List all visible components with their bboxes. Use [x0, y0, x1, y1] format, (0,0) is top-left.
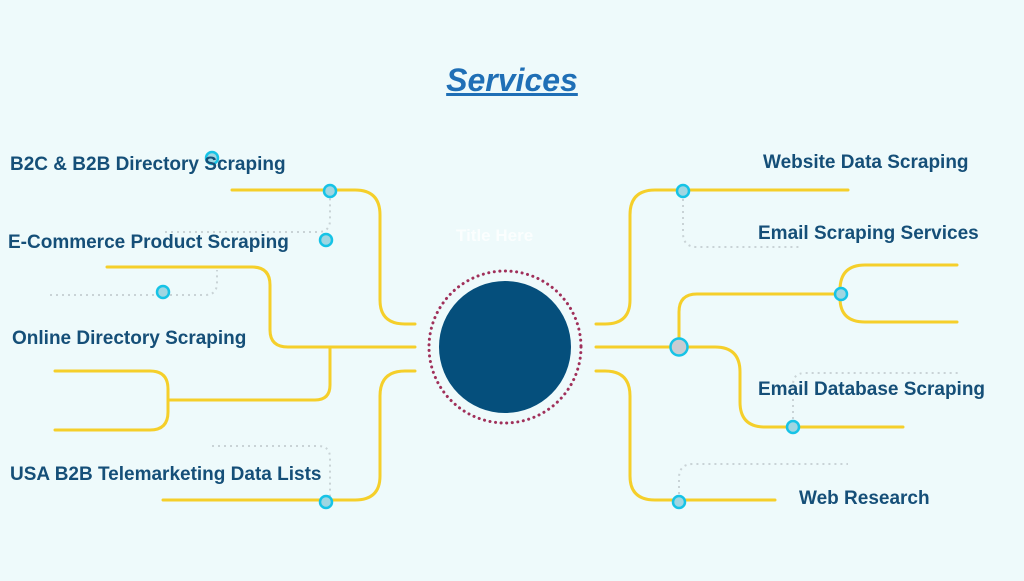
connector-email-scraping-fork	[838, 263, 959, 324]
connector-b2c	[230, 188, 417, 326]
node-email-scraping	[833, 286, 849, 302]
node-junction	[669, 337, 689, 357]
node-b2c	[322, 183, 338, 199]
connector-email-scraping-stem	[677, 292, 842, 349]
connector-online-directory	[166, 345, 332, 402]
connector-online-directory-fork	[53, 369, 170, 432]
label-online-directory-scraping: Online Directory Scraping	[12, 328, 247, 349]
hub-dotted-ring	[427, 269, 583, 425]
page-title: Services	[446, 62, 578, 98]
dotted-guide-b2c	[165, 193, 331, 233]
connector-email-database	[594, 345, 905, 429]
node-ecommerce	[318, 232, 334, 248]
label-website-data-scraping: Website Data Scraping	[763, 152, 969, 173]
hub	[427, 269, 583, 425]
node-email-database	[785, 419, 801, 435]
dotted-guide-email-database	[792, 372, 958, 425]
hub-circle	[439, 281, 571, 413]
node-usa	[318, 494, 334, 510]
dotted-guides	[50, 193, 958, 500]
label-usa-b2b-telemarketing: USA B2B Telemarketing Data Lists	[10, 464, 322, 485]
label-ecommerce-product-scraping: E-Commerce Product Scraping	[8, 232, 289, 253]
connector-ecommerce	[105, 265, 417, 349]
connector-web-research	[594, 369, 777, 502]
connector-nodes	[155, 150, 849, 510]
label-web-research: Web Research	[799, 488, 930, 509]
hub-title-placeholder: Title Here	[456, 226, 534, 245]
node-website-data	[675, 183, 691, 199]
label-email-database-scraping: Email Database Scraping	[758, 379, 986, 400]
node-web-research	[671, 494, 687, 510]
label-email-scraping-services: Email Scraping Services	[758, 223, 979, 244]
label-b2c-b2b-directory-scraping: B2C & B2B Directory Scraping	[10, 154, 286, 175]
connector-usa	[161, 369, 417, 502]
dotted-guide-usa	[212, 445, 331, 500]
dotted-guide-ecommerce	[50, 270, 218, 296]
connector-website-data	[594, 188, 850, 326]
yellow-connectors	[53, 188, 959, 502]
node-online-directory	[155, 284, 171, 300]
node-b2c-top	[204, 150, 220, 166]
